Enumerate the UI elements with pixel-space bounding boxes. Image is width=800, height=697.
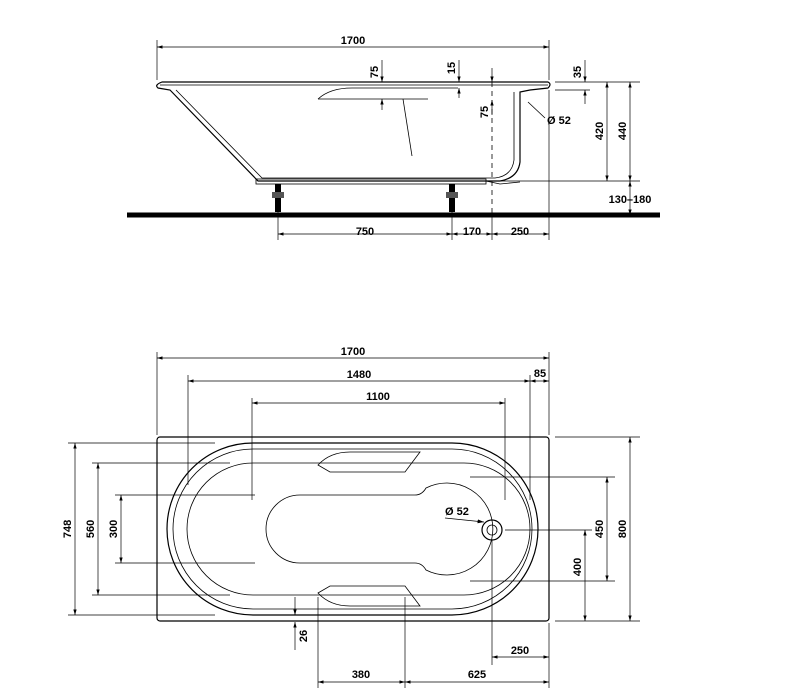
dim-side-1700: 1700 [341, 35, 365, 47]
dim-top-800: 800 [617, 520, 629, 538]
dim-side-440: 440 [617, 122, 629, 140]
dim-top-1480: 1480 [347, 369, 371, 381]
dim-side-15: 15 [446, 62, 458, 74]
dim-top-1100: 1100 [366, 391, 390, 403]
dim-top-85: 85 [534, 368, 546, 380]
armrest-bottom [317, 585, 421, 607]
dim-top-450: 450 [594, 520, 606, 538]
dim-side-drain-diameter: Ø 52 [547, 115, 571, 127]
dim-top-26: 26 [298, 630, 310, 642]
dim-top-1700: 1700 [341, 346, 365, 358]
drain-inner [486, 524, 498, 536]
dim-top-380: 380 [352, 669, 370, 681]
dim-top-300: 300 [108, 520, 120, 538]
tub-side-outline [156, 81, 551, 185]
dim-side-35: 35 [572, 66, 584, 78]
dim-top-748: 748 [62, 520, 74, 538]
dim-top-400: 400 [572, 558, 584, 576]
dim-top-560: 560 [85, 520, 97, 538]
dim-side-420: 420 [594, 122, 606, 140]
tub-legs [272, 184, 458, 212]
dim-top-drain-diameter: Ø 52 [445, 506, 469, 518]
dim-side-75-drain: 75 [479, 106, 491, 118]
dim-side-250: 250 [511, 226, 529, 238]
dim-side-leg-adjust: 130–180 [609, 194, 652, 206]
tub-flat-bottom [265, 482, 494, 576]
dim-side-170: 170 [463, 226, 481, 238]
dim-side-750: 750 [356, 226, 374, 238]
dim-top-625: 625 [468, 669, 486, 681]
dim-side-75-rim: 75 [369, 66, 381, 78]
top-view: 1700 1480 85 1100 748 560 300 Ø 52 [62, 346, 640, 688]
side-view: 1700 75 15 75 35 Ø 52 420 440 130–180 75… [127, 35, 660, 240]
tub-basin-outline [166, 442, 539, 616]
dim-top-250: 250 [511, 645, 529, 657]
tub-outer-rim [156, 436, 550, 622]
armrest-top [317, 451, 421, 473]
